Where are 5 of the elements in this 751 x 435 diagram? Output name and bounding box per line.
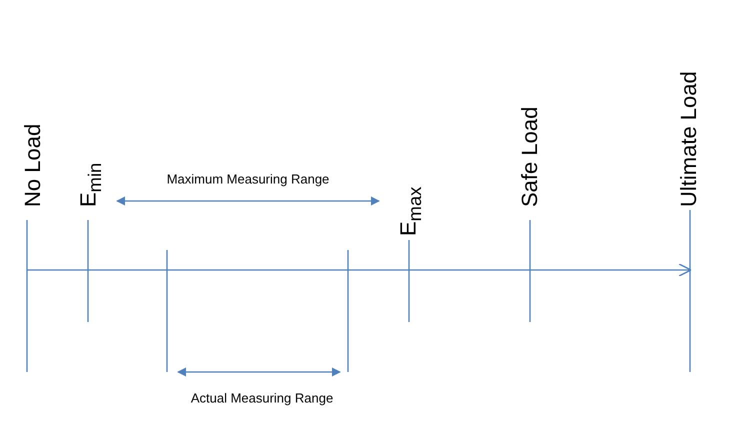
load-label: Safe Load	[519, 106, 541, 207]
range-label: Maximum Measuring Range	[166, 172, 330, 186]
load-label: Ultimate Load	[678, 71, 700, 207]
load-label: No Load	[22, 124, 44, 207]
range-label: Actual Measuring Range	[190, 392, 334, 404]
